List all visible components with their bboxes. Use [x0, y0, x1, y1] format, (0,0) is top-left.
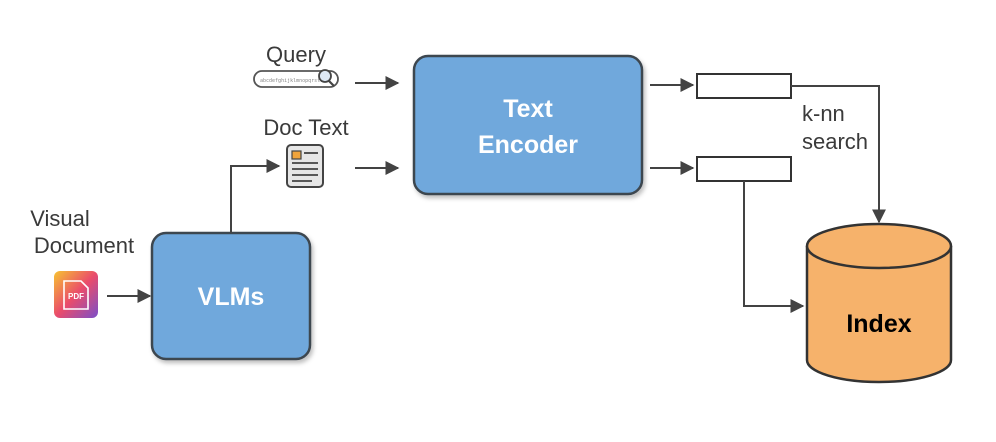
magnifier-icon: [318, 69, 332, 83]
vlms-label: VLMs: [198, 283, 265, 311]
knn-label-line1: k-nn: [802, 101, 845, 126]
document-icon: [286, 144, 324, 188]
query-embedding-box: [696, 73, 792, 99]
pdf-icon-text: PDF: [68, 292, 84, 301]
connectors: [107, 76, 886, 313]
text-encoder-label-line1: Text: [503, 95, 553, 123]
search-bar-text: abcdefghijklmnopqrstuv: [260, 78, 326, 84]
text-encoder-box: [412, 54, 644, 196]
knn-label-line2: search: [802, 129, 868, 154]
document-label: Document: [34, 233, 134, 258]
query-label: Query: [266, 42, 326, 67]
doc-embedding-box: [696, 156, 792, 182]
pdf-icon: PDF: [54, 271, 98, 318]
index-cylinder: [805, 222, 953, 384]
text-encoder-label-line2: Encoder: [478, 131, 578, 159]
arrow-knn-search-to-index: [791, 85, 886, 224]
visual-label: Visual: [30, 206, 90, 231]
arrow-vlms-to-doctext: [230, 159, 281, 233]
index-label: Index: [846, 310, 911, 338]
search-bar-icon: abcdefghijklmnopqrstuv: [253, 69, 339, 88]
doc-text-label: Doc Text: [263, 115, 348, 140]
arrow-doc-embedding-to-index: [743, 181, 805, 313]
